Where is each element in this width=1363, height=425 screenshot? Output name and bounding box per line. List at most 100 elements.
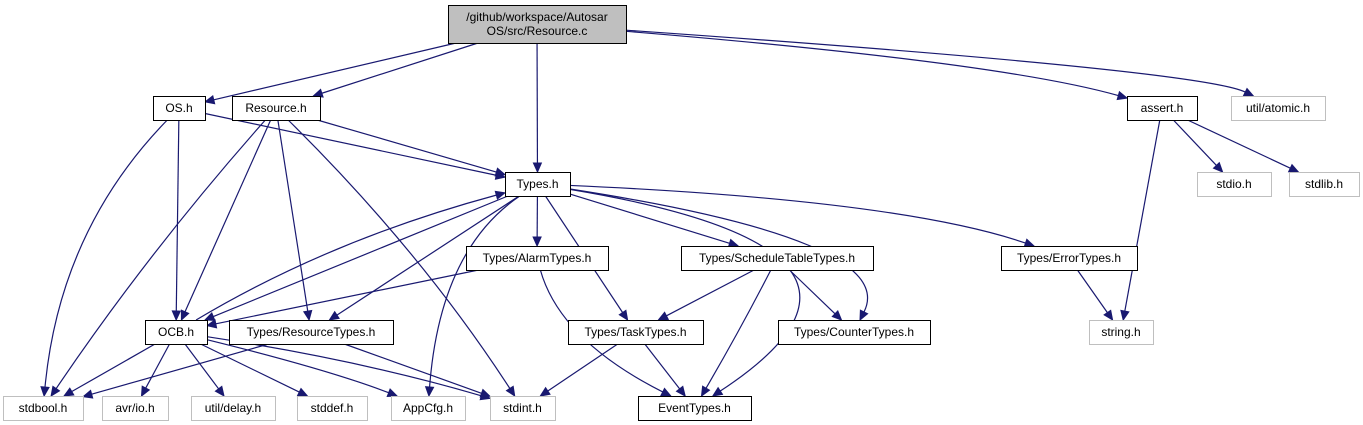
node-countertypes-h[interactable]: Types/CounterTypes.h [778, 320, 931, 345]
edge-arrowhead [505, 385, 516, 398]
edge-ocb_h-to-types_h [195, 190, 507, 321]
node-box [568, 320, 704, 345]
node-box [1001, 246, 1138, 271]
edge-assert_h-to-stdio_h [1172, 119, 1224, 173]
node-box [3, 396, 84, 421]
edge-arrowhead [302, 309, 313, 322]
edge-ocb_h-to-stddef_h [200, 343, 309, 397]
node-errortypes-h[interactable]: Types/ErrorTypes.h [1001, 246, 1138, 271]
node-eventtypes-h[interactable]: EventTypes.h [638, 396, 752, 421]
node-resourcetypes-h[interactable]: Types/ResourceTypes.h [229, 320, 394, 345]
node-box [448, 5, 627, 44]
edge-scheduletabletypes_h-to-countertypes_h [789, 269, 843, 321]
edge-line [204, 112, 497, 176]
edge-arrowhead [831, 309, 843, 321]
node-stdint-h: stdint.h [490, 396, 556, 421]
edge-line [1124, 119, 1161, 312]
edge-line [71, 343, 156, 393]
edge-arrowhead [618, 309, 629, 322]
edge-arrowhead [171, 310, 182, 322]
node-box [681, 246, 874, 271]
node-scheduletabletypes-h[interactable]: Types/ScheduleTableTypes.h [681, 246, 874, 271]
edge-line [644, 343, 681, 390]
node-stdlib-h: stdlib.h [1289, 172, 1360, 197]
node-label: Types/ScheduleTableTypes.h [699, 251, 855, 265]
edge-types_h-to-alarmtypes_h [532, 195, 542, 248]
node-label: Types/AlarmTypes.h [483, 251, 592, 265]
node-label: OCB.h [158, 325, 194, 339]
node-types-h[interactable]: Types.h [505, 172, 571, 197]
node-stdio-h: stdio.h [1197, 172, 1272, 197]
node-label: Types/ErrorTypes.h [1017, 251, 1121, 265]
edge-scheduletabletypes_h-to-eventtypes_h [700, 269, 772, 398]
node-label: stdio.h [1216, 177, 1251, 191]
edge-line [321, 42, 479, 94]
edge-ocb_h-to-avr_io_h [140, 343, 171, 398]
node-label: avr/io.h [115, 401, 154, 415]
edge-tasktypes_h-to-eventtypes_h [644, 343, 686, 397]
edge-resourcetypes_h-to-stdint_h [344, 343, 492, 398]
node-label: OS.h [165, 101, 192, 115]
node-stddef-h: stddef.h [297, 396, 368, 421]
edge-assert_h-to-string_h [1120, 119, 1161, 322]
edge-line [666, 269, 755, 317]
node-ocb-h[interactable]: OCB.h [145, 320, 208, 345]
node-label: stdint.h [503, 401, 542, 415]
node-box [1231, 96, 1326, 121]
edges-layer [40, 29, 1300, 401]
node-box [1197, 172, 1272, 197]
node-label: stdlib.h [1305, 177, 1343, 191]
edge-arrowhead [81, 389, 94, 399]
node-box [466, 246, 609, 271]
node-box [1089, 320, 1154, 345]
node-label: assert.h [1141, 101, 1184, 115]
edge-resource_h-to-types_h [317, 119, 507, 177]
node-box [232, 96, 321, 121]
edge-arrowhead [312, 88, 324, 98]
node-tasktypes-h[interactable]: Types/TaskTypes.h [568, 320, 704, 345]
edge-line [206, 336, 482, 397]
edge-arrowhead [660, 387, 672, 397]
node-box [505, 172, 571, 197]
edge-arrowhead [1287, 163, 1300, 173]
edge-arrowhead [203, 95, 216, 105]
edge-arrowhead [1103, 309, 1114, 322]
node-label: Types/CounterTypes.h [794, 325, 914, 339]
edge-line [184, 343, 220, 390]
node-label: util/delay.h [205, 401, 261, 415]
node-resource-h[interactable]: Resource.h [232, 96, 321, 121]
edge-line [215, 269, 479, 325]
edge-resourcetypes_h-to-stdbool_h [81, 343, 269, 399]
node-avr-io-h: avr/io.h [102, 396, 169, 421]
edge-arrowhead [203, 311, 216, 321]
node-util-atomic-h: util/atomic.h [1231, 96, 1326, 121]
node-label: Types/ResourceTypes.h [247, 325, 376, 339]
edge-arrowhead [1120, 309, 1130, 322]
edge-resource_h-to-resourcetypes_h [277, 119, 313, 322]
edge-line [44, 119, 168, 388]
node-os-h[interactable]: OS.h [153, 96, 206, 121]
edge-arrowhead [296, 387, 309, 397]
node-box [638, 396, 752, 421]
edge-scheduletabletypes_h-to-tasktypes_h [657, 269, 755, 321]
edge-line [184, 119, 272, 313]
edge-os_h-to-types_h [204, 112, 507, 180]
edge-arrowhead [180, 309, 190, 322]
edge-arrowhead [50, 385, 61, 398]
node-util-delay-h: util/delay.h [191, 396, 276, 421]
edge-resource_c-to-types_h [532, 42, 543, 174]
edge-arrowhead [1212, 161, 1224, 173]
edge-types_h-to-appcfg_h [424, 195, 521, 398]
node-box [778, 320, 931, 345]
edge-ocb_h-to-util_delay_h [184, 343, 225, 397]
edge-arrowhead [711, 386, 724, 397]
edge-line [200, 343, 300, 393]
node-assert-h[interactable]: assert.h [1127, 96, 1198, 121]
edge-arrowhead [1023, 238, 1036, 248]
edge-line [344, 343, 482, 394]
edge-arrowhead [386, 388, 399, 398]
edge-line [213, 42, 457, 101]
edge-resource_h-to-ocb_h [180, 119, 272, 322]
node-alarmtypes-h[interactable]: Types/AlarmTypes.h [466, 246, 609, 271]
edge-arrowhead [40, 386, 50, 398]
